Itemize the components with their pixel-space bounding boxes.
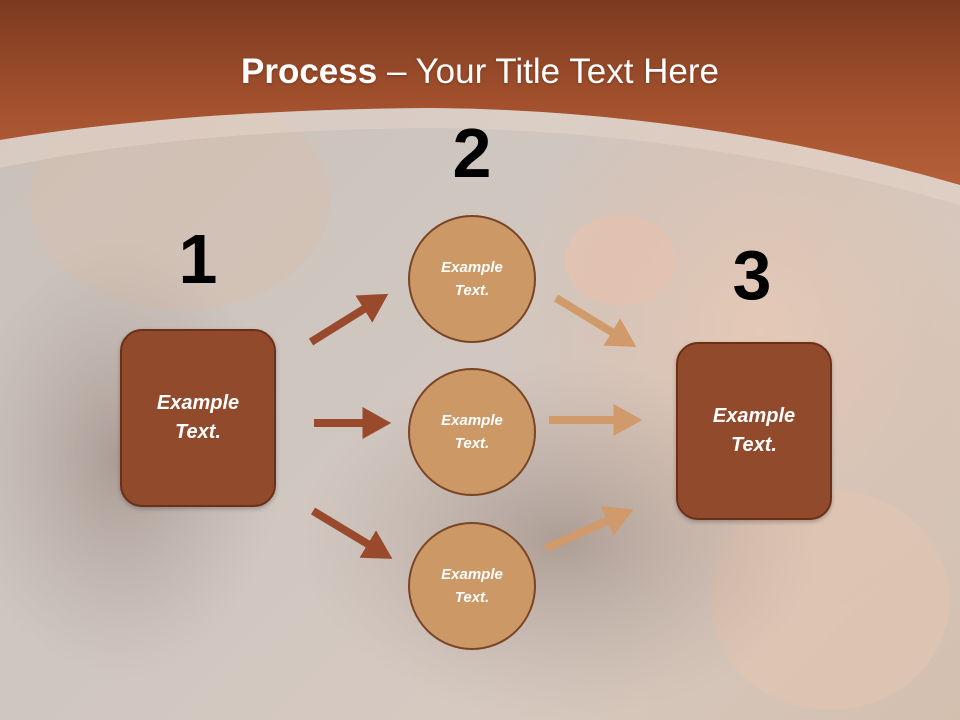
circle-2-text-line2: Text. — [454, 435, 490, 452]
arrow-to-circle-3 — [310, 507, 393, 559]
step-1-box: Example Text. — [120, 329, 276, 507]
arrow-to-circle-1 — [308, 293, 389, 346]
step-1-text-line2: Text. — [175, 421, 221, 443]
circle-3: Example Text. — [408, 522, 536, 650]
slide-title: Process – Your Title Text Here — [0, 52, 960, 92]
circle-1-text-line2: Text. — [454, 282, 490, 299]
arrow-from-circle-1 — [553, 294, 637, 347]
step-3-box: Example Text. — [676, 342, 832, 520]
step-number-1: 1 — [178, 220, 218, 298]
circle-3-text-line2: Text. — [454, 589, 490, 606]
title-bold: Process — [241, 52, 378, 91]
circle-1: Example Text. — [408, 215, 536, 343]
step-number-3: 3 — [732, 236, 772, 314]
step-3-text-line1: Example — [712, 405, 796, 427]
circle-3-text-line1: Example — [441, 566, 503, 583]
step-1-text-line1: Example — [156, 392, 240, 414]
circle-2: Example Text. — [408, 368, 536, 496]
title-rest: – Your Title Text Here — [377, 52, 719, 91]
arrow-from-circle-3 — [544, 506, 634, 552]
circle-1-text-line1: Example — [441, 259, 503, 276]
step-number-2: 2 — [452, 114, 492, 192]
header-band — [0, 0, 960, 185]
circle-2-text-line1: Example — [441, 412, 503, 429]
step-3-text-line2: Text. — [731, 434, 777, 456]
header-swoosh — [0, 108, 960, 205]
